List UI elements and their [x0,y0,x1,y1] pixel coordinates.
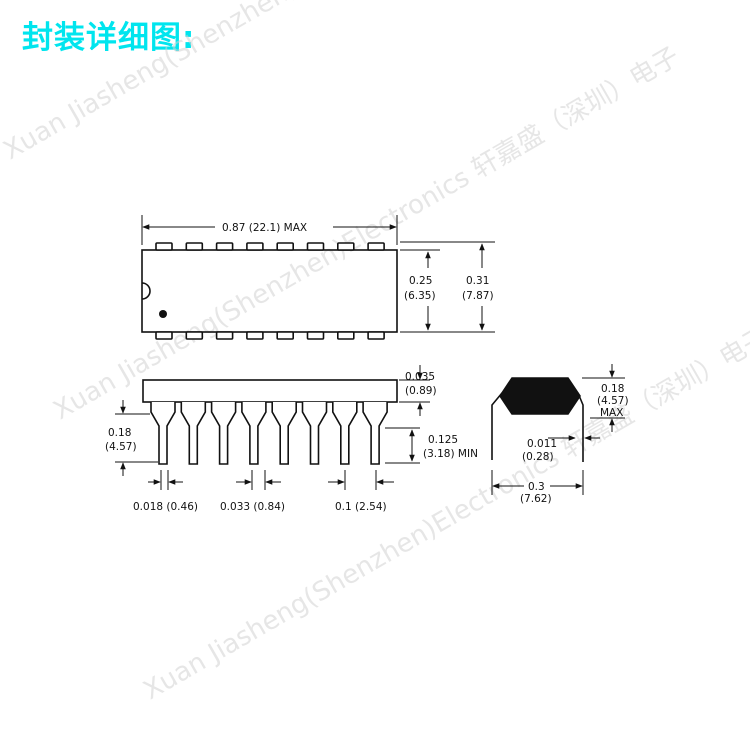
seat-mm: (4.57) [105,441,137,453]
side-lead [150,402,176,465]
lead-thickness-in: 0.011 [527,438,557,450]
top-pin-upper [246,242,264,251]
top-pin-lower [215,331,234,340]
lead-thickness-mm: (0.28) [522,451,554,463]
top-pin-upper [336,242,355,251]
thickness-dimension [399,365,430,416]
top-pin-upper [155,242,173,251]
top-view [141,242,398,340]
pin1-dot [159,310,167,318]
side-lead [271,402,297,465]
shoulder-label: 0.033 (0.84) [220,501,285,513]
lead-width-label: 0.018 (0.46) [133,501,198,513]
top-pin-lower [155,331,173,340]
top-pin-lower [336,331,355,340]
top-pin-lower [185,331,204,340]
length-dimension [141,215,398,245]
side-lead [210,402,237,465]
height-dimension [582,364,625,432]
watermark-line-2: Xuan Jiasheng(Shenzhen)Electronics 轩嘉盛（深… [49,42,685,427]
top-pins-lower [155,331,385,340]
pitch-label: 0.1 (2.54) [335,501,387,513]
body-width-in: 0.25 [409,275,432,287]
top-pin-lower [306,331,325,340]
lead-length-in: 0.125 [428,434,458,446]
pin1-notch [141,282,151,300]
thickness-in: 0.035 [405,371,435,383]
top-pin-upper [306,242,325,251]
thickness-mm: (0.89) [405,385,437,397]
row-spacing-in: 0.3 [528,481,545,493]
total-width-mm: (7.87) [462,290,494,302]
top-pin-lower [367,331,385,340]
end-view-body [499,377,581,415]
side-lead [362,402,388,465]
side-lead [301,402,328,465]
row-spacing-mm: (7.62) [520,493,552,505]
top-pin-upper [276,242,295,251]
row-spacing-dimension [491,470,584,495]
seat-dimension [115,400,158,476]
top-pins-upper [155,242,385,251]
width-dimensions [400,241,495,333]
watermark: Xuan Jiasheng(Shenzhen)Electronics 轩嘉盛（深… [0,0,750,706]
side-view-leads [150,402,388,465]
height-in: 0.18 [601,383,624,395]
height-max: MAX [600,407,623,419]
top-pin-lower [276,331,295,340]
end-view [491,377,584,462]
top-pin-upper [185,242,204,251]
height-mm: (4.57) [597,395,629,407]
side-view-body [142,379,398,403]
seat-in: 0.18 [108,427,131,439]
length-label: 0.87 (22.1) MAX [222,222,307,234]
lead-length-label: (3.18) MIN [423,448,478,460]
top-pin-upper [215,242,234,251]
side-lead [241,402,267,465]
bottom-dimensions [148,470,394,490]
top-pin-lower [246,331,264,340]
end-view-lead-right [577,392,584,462]
page-title: 封装详细图: [22,20,196,56]
total-width-in: 0.31 [466,275,489,287]
top-view-body [141,249,398,333]
end-view-lead-left [491,392,503,460]
lead-length-dimension [385,427,420,464]
side-lead [332,402,358,465]
body-width-mm: (6.35) [404,290,436,302]
top-pin-upper [367,242,385,251]
side-view [142,379,398,465]
side-lead [180,402,207,465]
